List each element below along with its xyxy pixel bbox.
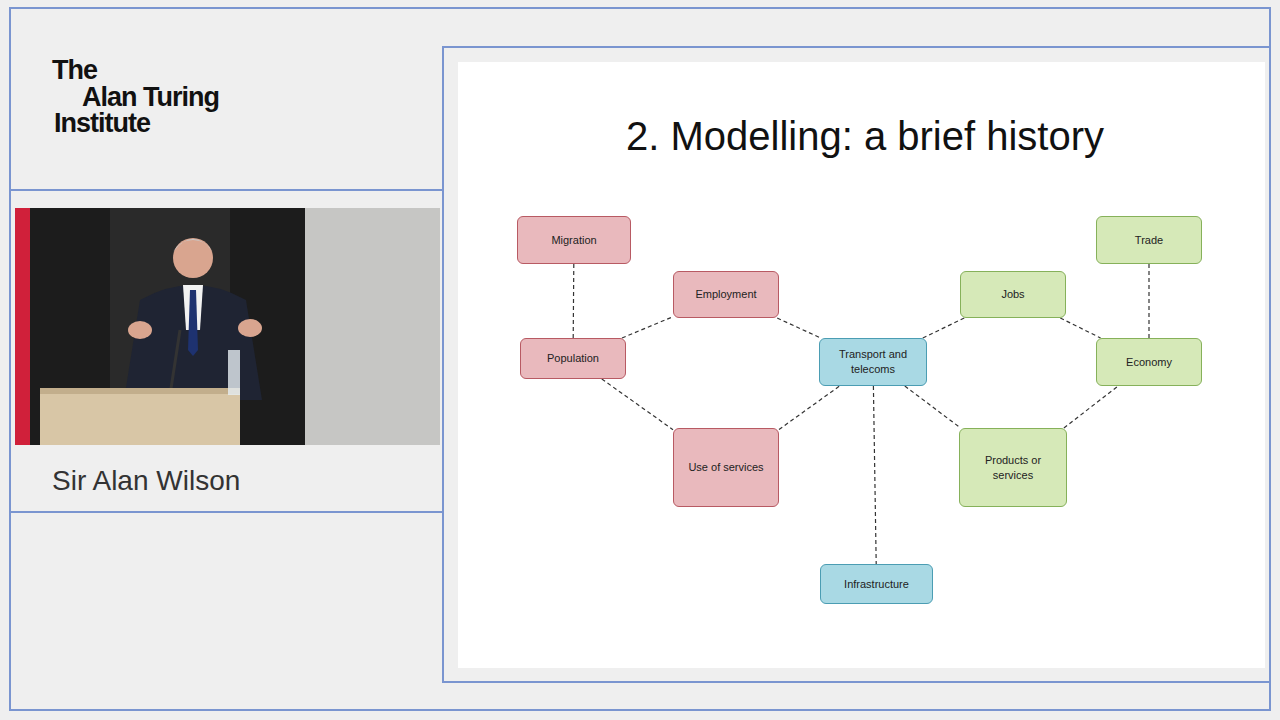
- dashed-connector: [1148, 264, 1149, 338]
- dashed-connector: [777, 318, 821, 338]
- box-label: Economy: [1126, 355, 1172, 370]
- logo-text: Institute: [54, 110, 150, 137]
- dashed-connector: [602, 379, 673, 430]
- process-box: Economy: [1096, 338, 1202, 386]
- speaker-suit: [124, 285, 262, 400]
- process-box: Trade: [1096, 216, 1202, 264]
- box-label: Products or services: [966, 453, 1060, 483]
- speaker-name: Sir Alan Wilson: [52, 467, 240, 495]
- process-box: Transport and telecoms: [819, 338, 927, 386]
- dashed-connector: [779, 386, 840, 430]
- slide-panel: [443, 47, 1270, 682]
- podium-top: [40, 388, 240, 394]
- box-label: Infrastructure: [844, 577, 909, 592]
- process-box: Employment: [673, 271, 779, 318]
- speaker-hand: [238, 319, 262, 337]
- dashed-connector: [1060, 318, 1100, 338]
- box-label: Jobs: [1001, 287, 1024, 302]
- speaker-hair: [173, 239, 213, 252]
- dashed-connector: [1064, 386, 1118, 428]
- dashed-connector: [573, 264, 575, 338]
- red-banner: [15, 208, 30, 445]
- water-glass: [228, 350, 240, 395]
- dashed-connector: [622, 317, 673, 338]
- process-box: Use of services: [673, 428, 779, 507]
- speaker-tie: [188, 290, 198, 356]
- speaker-hand: [128, 321, 152, 339]
- process-box: Migration: [517, 216, 631, 264]
- box-label: Migration: [551, 233, 596, 248]
- process-box: Infrastructure: [820, 564, 933, 604]
- process-box: Products or services: [959, 428, 1067, 507]
- video-background: [15, 208, 440, 445]
- slide: [458, 62, 1265, 668]
- microphone: [170, 330, 180, 395]
- slide-title: 2. Modelling: a brief history: [626, 116, 1104, 156]
- box-label: Transport and telecoms: [826, 347, 920, 377]
- box-label: Population: [547, 351, 599, 366]
- logo-text: The: [52, 57, 97, 84]
- dashed-connector: [873, 386, 876, 564]
- box-label: Use of services: [688, 460, 763, 475]
- dashed-connector: [905, 386, 961, 428]
- dashed-connector: [923, 318, 965, 338]
- outer-frame: [10, 8, 1270, 710]
- box-label: Employment: [695, 287, 756, 302]
- speaker-head: [173, 238, 213, 278]
- box-label: Trade: [1135, 233, 1163, 248]
- podium: [40, 388, 240, 445]
- logo-text: Alan Turing: [82, 84, 219, 111]
- process-box: Jobs: [960, 271, 1066, 318]
- process-box: Population: [520, 338, 626, 379]
- panel-border: [10, 511, 442, 513]
- wall: [305, 208, 440, 445]
- panel-border: [10, 189, 445, 191]
